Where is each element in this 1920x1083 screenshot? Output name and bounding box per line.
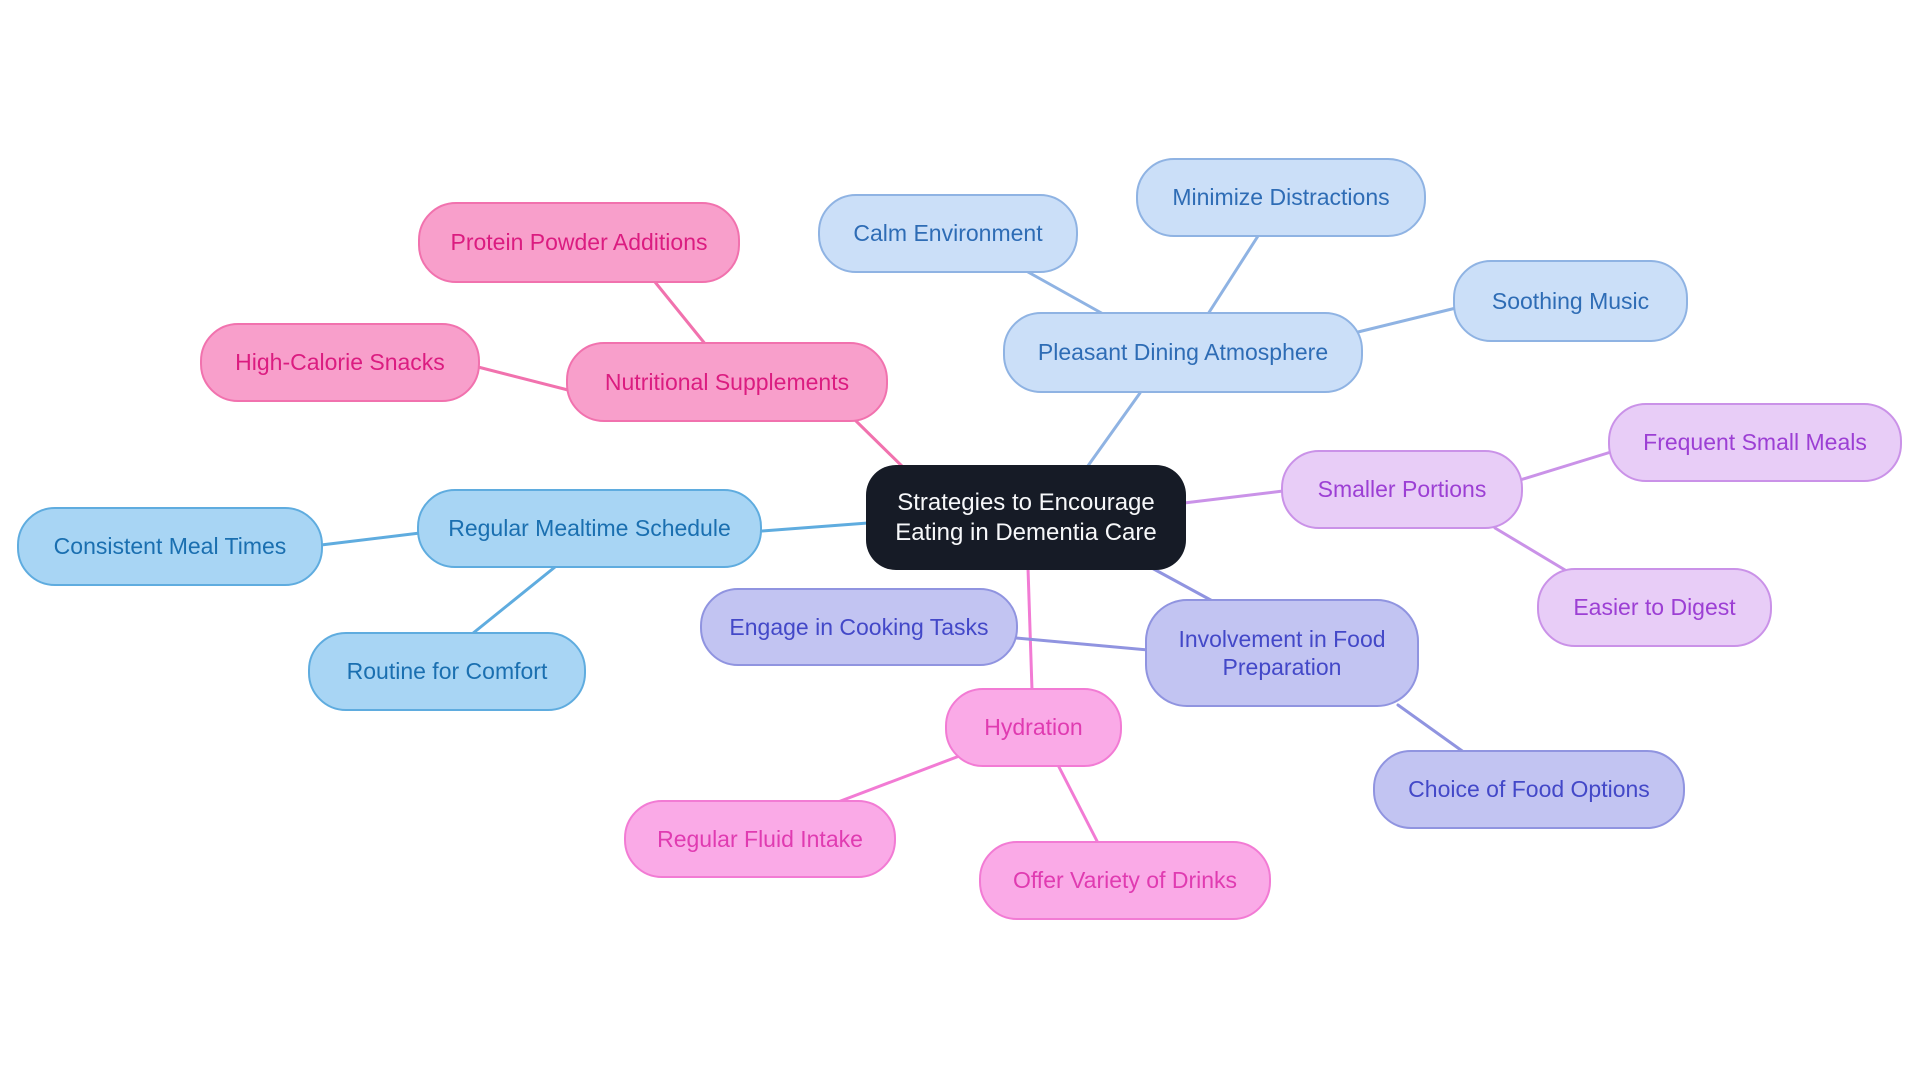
topic-node-label: Choice of Food Options xyxy=(1408,776,1650,803)
topic-node-label: Consistent Meal Times xyxy=(53,533,287,560)
edge-center-involvement-food-preparation xyxy=(1148,565,1220,606)
edge-protein-powder-nutritional-supplements xyxy=(653,280,708,347)
topic-node-engage-cooking-tasks[interactable]: Engage in Cooking Tasks xyxy=(700,588,1018,666)
topic-node-label: Protein Powder Additions xyxy=(450,229,708,256)
topic-node-label: Minimize Distractions xyxy=(1172,184,1390,211)
edge-hydration-offer-variety-drinks xyxy=(1056,763,1100,845)
topic-node-label: Routine for Comfort xyxy=(346,658,548,685)
topic-node-label: Involvement in Food Preparation xyxy=(1178,625,1386,680)
edge-high-calorie-snacks-nutritional-supplements xyxy=(476,365,570,392)
edge-center-hydration xyxy=(1026,566,1034,692)
topic-node-choice-food-options[interactable]: Choice of Food Options xyxy=(1373,750,1685,829)
edge-center-regular-mealtime-schedule xyxy=(760,521,870,533)
edge-calm-environment-pleasant-dining xyxy=(1026,270,1107,317)
topic-node-nutritional-supplements[interactable]: Nutritional Supplements xyxy=(566,342,888,422)
topic-node-minimize-distractions[interactable]: Minimize Distractions xyxy=(1136,158,1426,237)
topic-node-offer-variety-drinks[interactable]: Offer Variety of Drinks xyxy=(979,841,1271,920)
topic-node-label: Nutritional Supplements xyxy=(604,368,850,395)
topic-node-pleasant-dining[interactable]: Pleasant Dining Atmosphere xyxy=(1003,312,1363,393)
topic-node-label: High-Calorie Snacks xyxy=(235,349,445,376)
topic-node-label: Hydration xyxy=(984,714,1083,741)
topic-node-label: Offer Variety of Drinks xyxy=(1012,867,1238,894)
topic-node-smaller-portions[interactable]: Smaller Portions xyxy=(1281,450,1523,529)
topic-node-easier-to-digest[interactable]: Easier to Digest xyxy=(1537,568,1772,647)
edge-smaller-portions-easier-to-digest xyxy=(1493,526,1567,572)
topic-node-label: Easier to Digest xyxy=(1573,594,1736,621)
topic-node-frequent-small-meals[interactable]: Frequent Small Meals xyxy=(1608,403,1902,482)
topic-node-protein-powder[interactable]: Protein Powder Additions xyxy=(418,202,740,283)
topic-node-routine-for-comfort[interactable]: Routine for Comfort xyxy=(308,632,586,711)
topic-node-label: Strategies to Encourage Eating in Dement… xyxy=(895,489,1157,546)
edge-pleasant-dining-soothing-music xyxy=(1356,306,1458,334)
topic-node-label: Pleasant Dining Atmosphere xyxy=(1037,339,1329,366)
edge-involvement-food-preparation-choice-food-options xyxy=(1396,703,1467,755)
topic-node-involvement-food-preparation[interactable]: Involvement in Food Preparation xyxy=(1145,599,1419,707)
topic-node-regular-fluid-intake[interactable]: Regular Fluid Intake xyxy=(624,800,896,878)
central-topic-node[interactable]: Strategies to Encourage Eating in Dement… xyxy=(866,465,1186,570)
topic-node-label: Engage in Cooking Tasks xyxy=(729,613,989,640)
edge-center-smaller-portions xyxy=(1182,489,1285,505)
edge-hydration-regular-fluid-intake xyxy=(836,753,964,804)
topic-node-soothing-music[interactable]: Soothing Music xyxy=(1453,260,1688,342)
edge-smaller-portions-frequent-small-meals xyxy=(1518,450,1613,482)
edge-minimize-distractions-pleasant-dining xyxy=(1206,234,1260,316)
edge-consistent-meal-times-regular-mealtime-schedule xyxy=(319,531,422,547)
edge-center-nutritional-supplements xyxy=(853,418,910,474)
topic-node-label: Soothing Music xyxy=(1491,287,1650,314)
topic-node-consistent-meal-times[interactable]: Consistent Meal Times xyxy=(17,507,323,586)
topic-node-label: Regular Mealtime Schedule xyxy=(448,515,731,542)
topic-node-label: Regular Fluid Intake xyxy=(657,825,863,852)
edge-center-pleasant-dining xyxy=(1083,391,1142,472)
topic-node-high-calorie-snacks[interactable]: High-Calorie Snacks xyxy=(200,323,480,402)
topic-node-label: Calm Environment xyxy=(853,220,1043,247)
edge-regular-mealtime-schedule-routine-for-comfort xyxy=(470,565,557,636)
topic-node-label: Frequent Small Meals xyxy=(1643,429,1867,456)
topic-node-regular-mealtime-schedule[interactable]: Regular Mealtime Schedule xyxy=(417,489,762,568)
topic-node-label: Smaller Portions xyxy=(1317,476,1487,503)
topic-node-calm-environment[interactable]: Calm Environment xyxy=(818,194,1078,273)
edge-engage-cooking-tasks-involvement-food-preparation xyxy=(1014,636,1150,652)
topic-node-hydration[interactable]: Hydration xyxy=(945,688,1122,767)
